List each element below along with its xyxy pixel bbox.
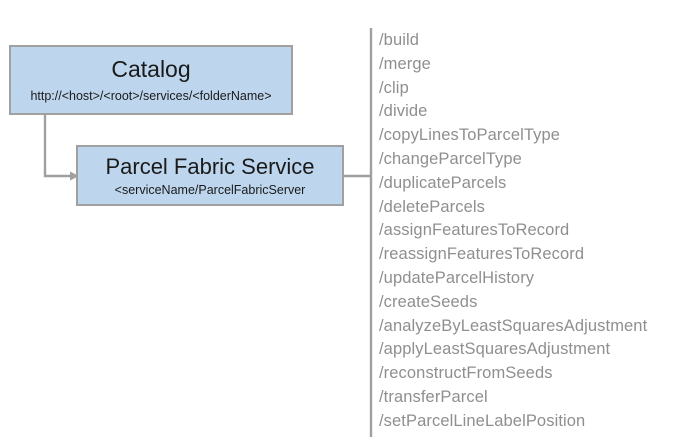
node-parcel-fabric-service: Parcel Fabric Service <serviceName/Parce…	[76, 145, 344, 206]
operation-item: /build	[379, 31, 420, 49]
node-parcel-fabric-service-subtitle: <serviceName/ParcelFabricServer	[114, 182, 306, 197]
node-parcel-fabric-service-title: Parcel Fabric Service	[105, 153, 315, 179]
operation-item: /reconstructFromSeeds	[379, 364, 553, 383]
operation-item: /createSeeds	[379, 292, 478, 311]
operation-item: /updateParcelHistory	[379, 268, 535, 287]
operation-item: /deleteParcels	[379, 197, 485, 216]
connector-catalog-to-service	[43, 115, 70, 178]
operation-item: /merge	[379, 54, 431, 73]
operation-item: /copyLinesToParcelType	[379, 126, 561, 145]
operation-item: /reassignFeaturesToRecord	[379, 245, 585, 264]
operation-item: /clip	[379, 78, 409, 97]
operation-item: /analyzeByLeastSquaresAdjustment	[379, 316, 648, 335]
operation-item: /transferParcel	[379, 387, 488, 406]
operations-list: /build /merge /clip /divide /copyLinesTo…	[379, 29, 679, 434]
node-catalog: Catalog http://<host>/<root>/services/<f…	[9, 45, 293, 115]
node-catalog-title: Catalog	[111, 55, 191, 82]
operation-item: /divide	[379, 102, 428, 121]
operation-item: /setParcelLineLabelPosition	[379, 411, 586, 430]
operation-item: /changeParcelType	[379, 149, 522, 168]
node-catalog-subtitle: http://<host>/<root>/services/<folderNam…	[30, 88, 272, 103]
operation-item: /assignFeaturesToRecord	[379, 221, 570, 240]
operation-item: /applyLeastSquaresAdjustment	[379, 340, 611, 359]
operation-item: /duplicateParcels	[379, 173, 507, 192]
